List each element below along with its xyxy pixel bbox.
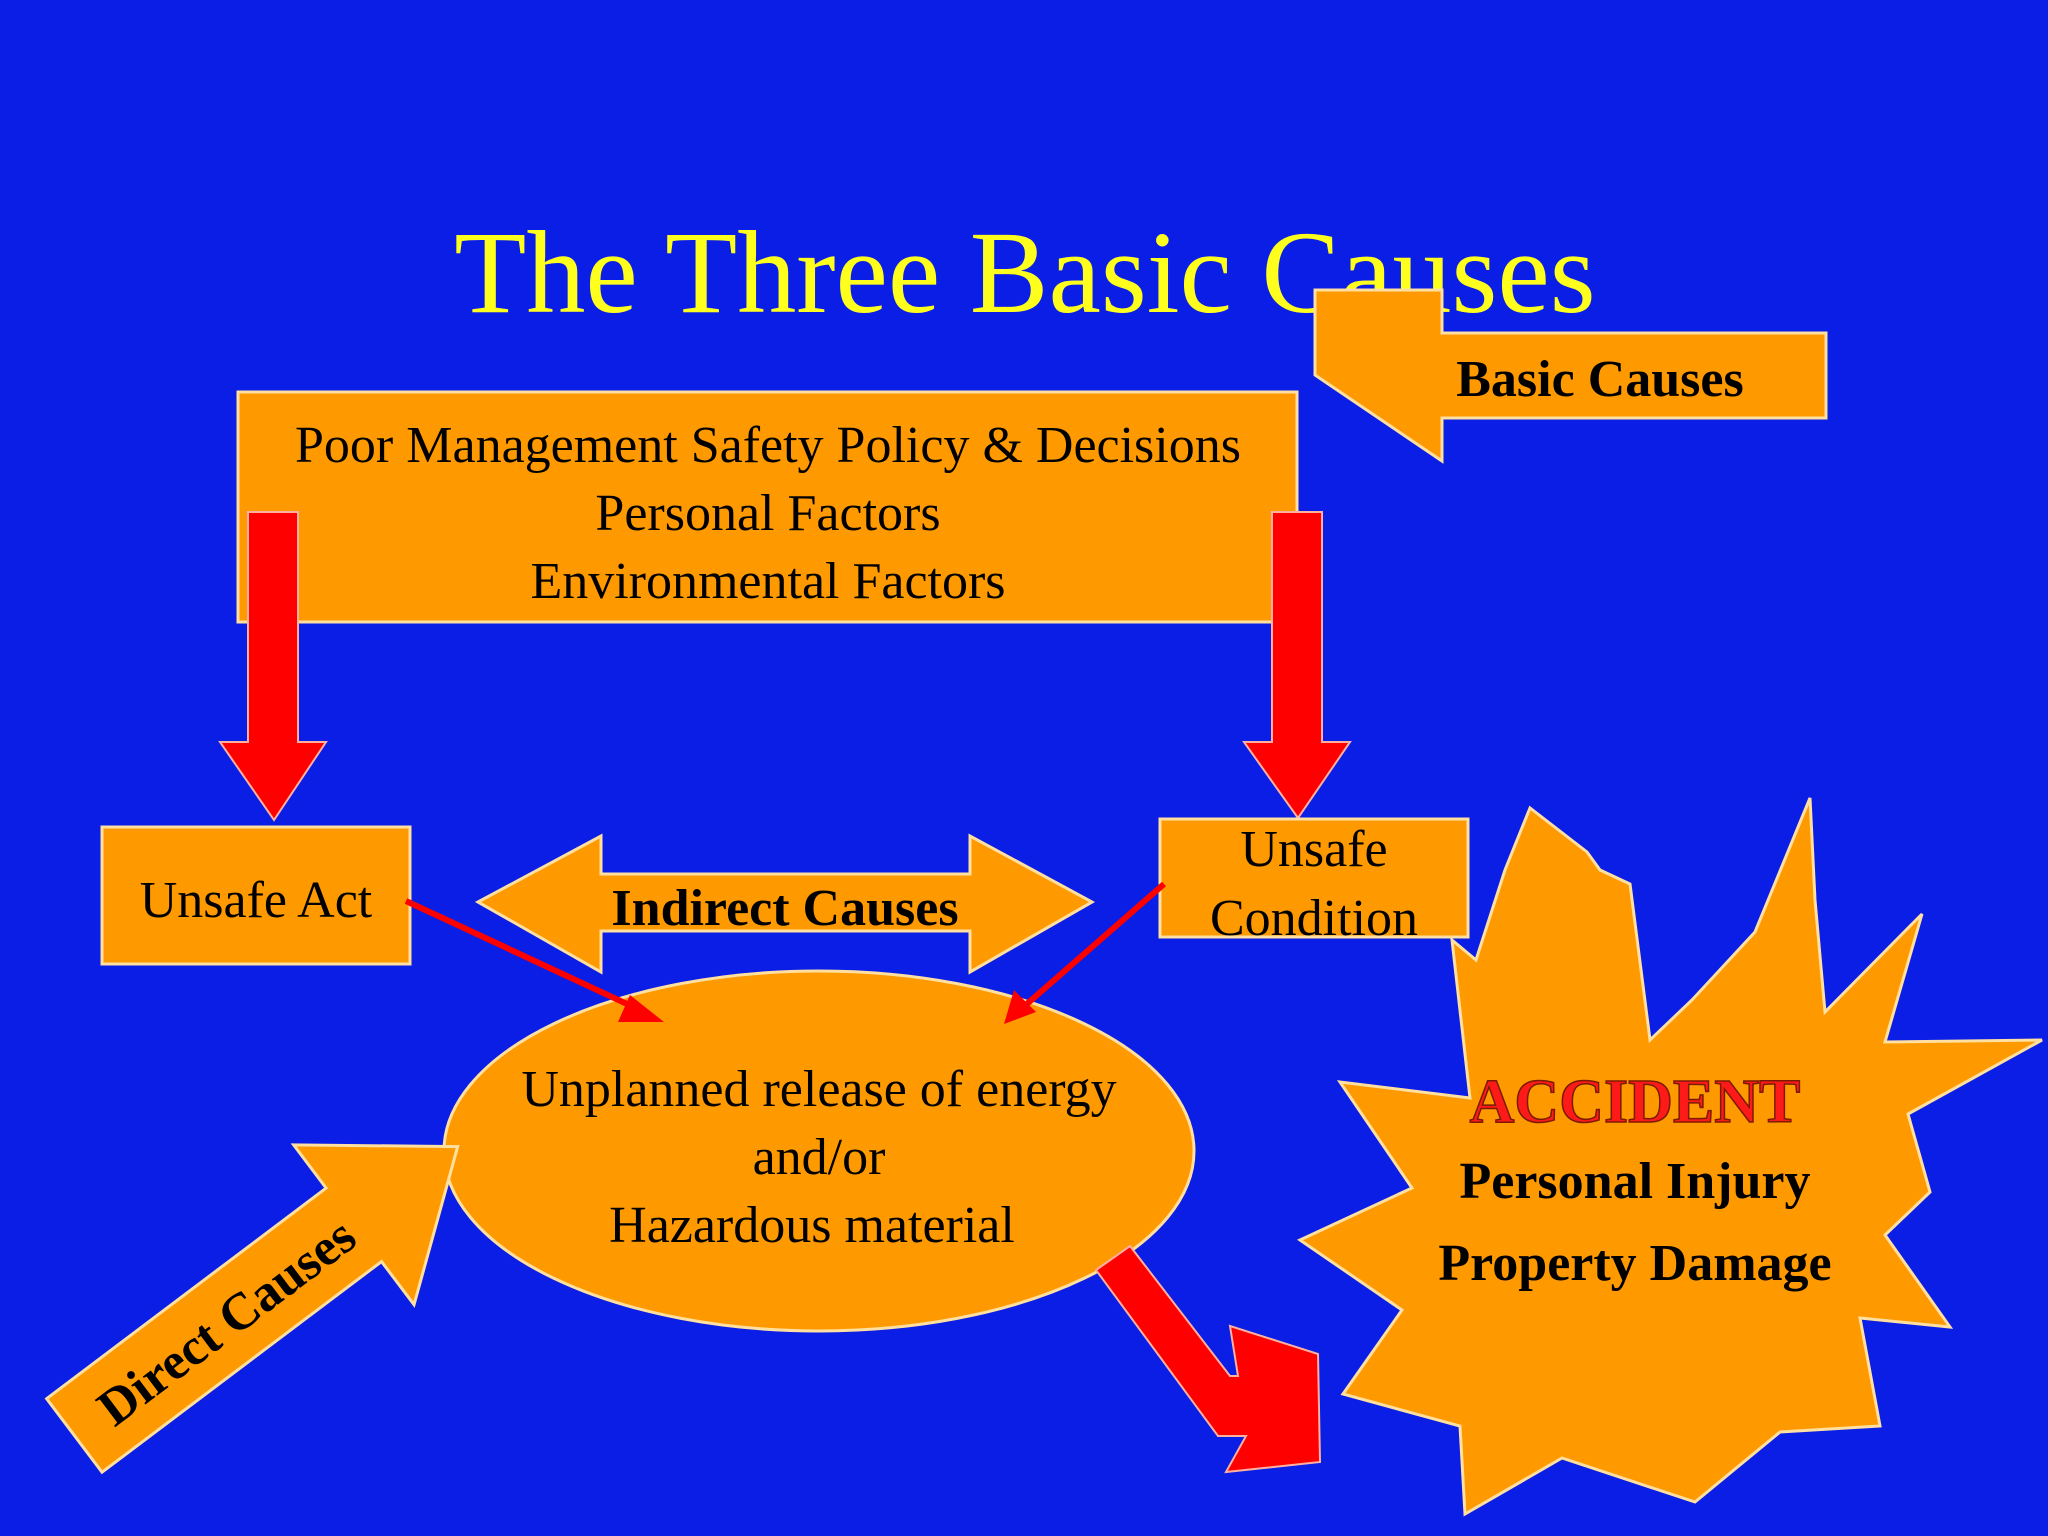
- management-line-3: Environmental Factors: [530, 553, 1005, 610]
- energy-line-1: Unplanned release of energy: [521, 1061, 1116, 1118]
- accident-heading: ACCIDENT: [1470, 1068, 1801, 1136]
- indirect-causes-label: Indirect Causes: [611, 880, 958, 937]
- basic-causes-arrow: [1313, 288, 1828, 464]
- management-line-2: Personal Factors: [595, 485, 940, 542]
- condition-to-energy-line: [1018, 881, 1166, 1013]
- down-arrow-right: [1242, 511, 1352, 820]
- direct-causes-arrow: [44, 1143, 460, 1475]
- act-to-energy-line: [404, 898, 642, 1013]
- unsafe-condition-line-1: Unsafe: [1240, 821, 1387, 878]
- basic-causes-label: Basic Causes: [1456, 351, 1743, 408]
- indirect-causes-arrow: [474, 833, 1096, 975]
- direct-causes-label: Direct Causes: [87, 1207, 366, 1437]
- act-to-energy-arrowhead: [618, 995, 664, 1022]
- energy-line-3: Hazardous material: [609, 1197, 1015, 1254]
- condition-to-energy-arrowhead: [1004, 990, 1036, 1024]
- accident-burst: [1296, 797, 2043, 1517]
- accident-line-1: Personal Injury: [1460, 1153, 1811, 1210]
- energy-line-2: and/or: [753, 1129, 886, 1186]
- accident-line-2: Property Damage: [1438, 1235, 1831, 1292]
- unsafe-condition-box: [1158, 817, 1470, 939]
- direct-causes-arrow-group: Direct Causes: [44, 1143, 460, 1475]
- energy-to-accident-arrow: [1094, 1244, 1322, 1474]
- management-line-1: Poor Management Safety Policy & Decision…: [295, 417, 1241, 474]
- down-arrow-left: [218, 511, 328, 822]
- unsafe-condition-line-2: Condition: [1210, 890, 1418, 947]
- management-box: [236, 390, 1299, 624]
- unsafe-act-box: [100, 825, 412, 966]
- unsafe-act-label: Unsafe Act: [140, 872, 373, 929]
